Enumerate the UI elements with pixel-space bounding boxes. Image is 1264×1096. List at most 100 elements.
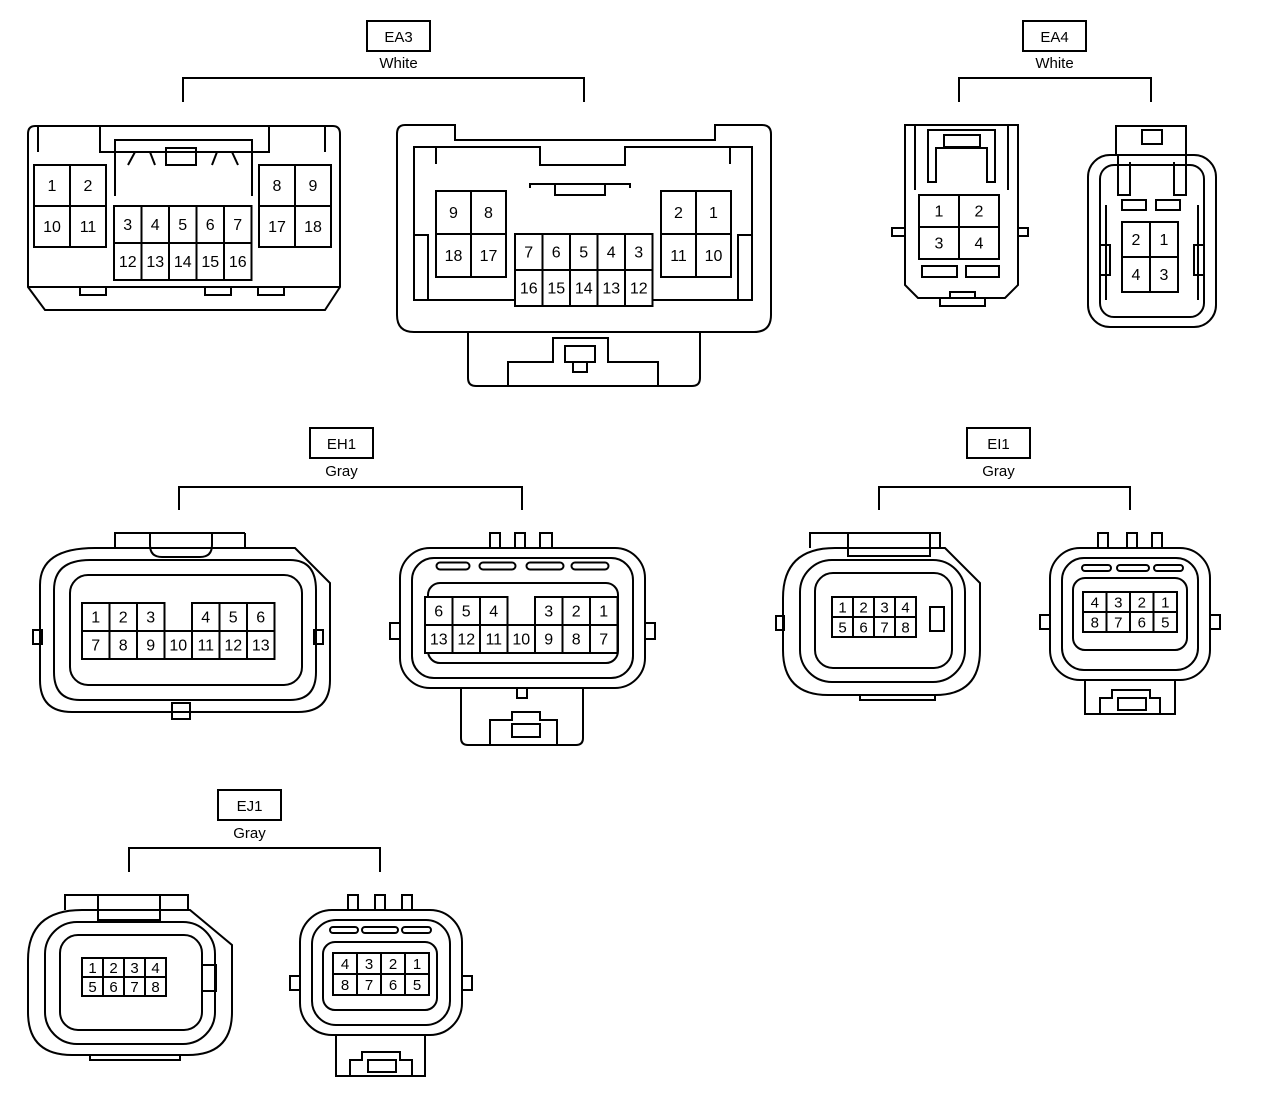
- pin-number: 8: [341, 977, 349, 994]
- pin-number: 10: [512, 632, 530, 649]
- pin-cavity: [569, 233, 599, 271]
- pin-cavity: [624, 233, 654, 271]
- pin-number: 8: [273, 178, 282, 195]
- pin-number: 1: [935, 204, 944, 221]
- pin-cavity: [534, 624, 564, 654]
- connector-ei1-id: EI1: [987, 436, 1010, 453]
- pin-number: 14: [174, 254, 192, 271]
- pin-cavity: [479, 596, 509, 626]
- pin-cavity: [69, 164, 107, 207]
- pin-number: 13: [252, 638, 270, 655]
- pin-number: 7: [365, 977, 373, 994]
- pin-number: 7: [1114, 615, 1122, 632]
- pin-cavity: [294, 205, 332, 248]
- pin-number: 3: [634, 245, 643, 262]
- pin-number: 5: [579, 245, 588, 262]
- connector-eh1-color: Gray: [325, 463, 358, 480]
- pin-cavity: [191, 630, 221, 660]
- connector-ea3-color: White: [379, 55, 417, 72]
- pin-number: 5: [462, 604, 471, 621]
- pin-cavity: [223, 242, 253, 281]
- pin-number: 6: [1138, 615, 1146, 632]
- pin-cavity: [404, 973, 430, 996]
- pin-number: 4: [1091, 595, 1099, 612]
- connector-eh1: EH1 Gray: [32, 427, 656, 746]
- connector-ea3: EA3 White: [27, 20, 772, 387]
- pin-number: 2: [84, 178, 93, 195]
- pin-number: 1: [838, 600, 846, 617]
- pin-number: 2: [109, 960, 117, 977]
- pin-number: 1: [88, 960, 96, 977]
- pin-number: 2: [975, 204, 984, 221]
- pin-cavity: [569, 269, 599, 307]
- pin-number: 2: [1132, 232, 1141, 249]
- pin-number: 4: [341, 956, 349, 973]
- pin-number: 5: [1161, 615, 1169, 632]
- pin-number: 8: [901, 620, 909, 637]
- pin-number: 9: [146, 638, 155, 655]
- connector-ea4-view-left: [891, 124, 1029, 307]
- connector-ea4-pin-block: 1 2 3 4: [918, 194, 1000, 260]
- pin-number: 4: [975, 236, 984, 253]
- pin-number: 3: [130, 960, 138, 977]
- pin-number: 13: [602, 281, 620, 298]
- pin-number: 13: [146, 254, 164, 271]
- pin-cavity: [561, 624, 591, 654]
- pin-number: 7: [91, 638, 100, 655]
- pin-number: 3: [1114, 595, 1122, 612]
- connector-ei1-label-box: [966, 427, 1031, 459]
- connector-ej1-id: EJ1: [237, 798, 263, 815]
- connector-ea3-view-left: [27, 125, 341, 311]
- connector-eh1-bracket: [178, 486, 523, 510]
- pin-cavity: [108, 630, 138, 660]
- pin-cavity: [424, 596, 454, 626]
- pin-number: 8: [572, 632, 581, 649]
- pin-number: 16: [520, 281, 538, 298]
- pin-number: 3: [935, 236, 944, 253]
- pin-cavity: [470, 190, 507, 235]
- pin-number: 4: [1132, 267, 1141, 284]
- connector-ei1-color: Gray: [982, 463, 1015, 480]
- pin-number: 11: [80, 219, 97, 236]
- pin-number: 3: [1160, 267, 1169, 284]
- connector-ea4-id: EA4: [1040, 29, 1068, 46]
- pin-number: 8: [119, 638, 128, 655]
- pin-number: 4: [151, 960, 159, 977]
- pin-number: 6: [389, 977, 397, 994]
- pin-number: 14: [575, 281, 593, 298]
- connector-ei1: EI1 Gray: [775, 427, 1221, 715]
- pin-number: 8: [1091, 615, 1099, 632]
- pin-number: 11: [485, 632, 502, 649]
- pin-cavity: [144, 976, 167, 997]
- pin-number: 4: [607, 245, 616, 262]
- connector-ej1-bracket: [128, 847, 381, 872]
- pin-number: 17: [268, 219, 286, 236]
- connector-ea3-bracket: [182, 77, 585, 102]
- pin-cavity: [894, 616, 917, 638]
- pin-cavity: [470, 233, 507, 278]
- pin-number: 11: [670, 248, 687, 265]
- pin-number: 2: [119, 610, 128, 627]
- connector-ej1-view-right: [289, 894, 473, 1077]
- pin-number: 10: [169, 638, 187, 655]
- pin-number: 7: [130, 979, 138, 996]
- pin-number: 5: [229, 610, 238, 627]
- connector-ea4-bracket: [958, 77, 1152, 102]
- pin-number: 13: [430, 632, 448, 649]
- pin-number: 5: [838, 620, 846, 637]
- pin-cavity: [113, 242, 143, 281]
- pin-number: 12: [119, 254, 137, 271]
- pin-number: 9: [544, 632, 553, 649]
- connector-ea3-label-box: [366, 20, 431, 52]
- pin-cavity: [660, 233, 697, 278]
- pin-cavity: [479, 624, 509, 654]
- pin-cavity: [695, 190, 732, 235]
- connector-ei1-view-left: [775, 532, 981, 701]
- pin-number: 6: [434, 604, 443, 621]
- pin-number: 1: [709, 205, 718, 222]
